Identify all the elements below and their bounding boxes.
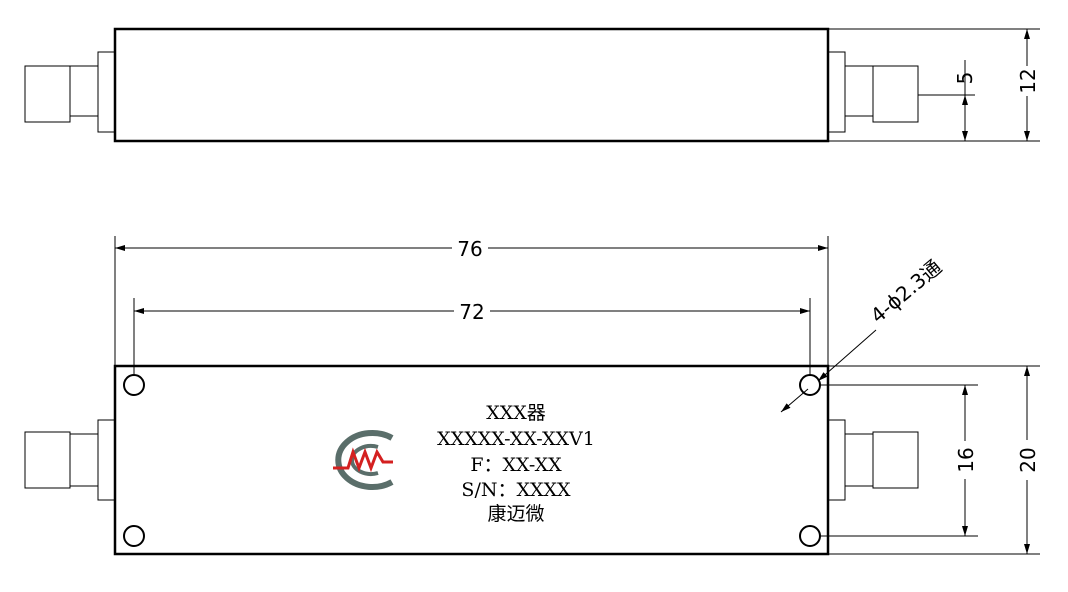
- label-serial-number: S/N：XXXX: [461, 479, 571, 501]
- mounting-hole: [799, 374, 821, 396]
- bottom-right-connector: [827, 419, 919, 501]
- mounting-hole: [799, 525, 821, 547]
- dim-text-top-height: 12: [1016, 68, 1040, 93]
- bottom-view: 76 72 4-ϕ2.3通 16 20 XXX器 XXXXX-XX-: [24, 236, 1041, 556]
- dim-text-bottom-height: 20: [1016, 447, 1040, 472]
- connector-flange: [827, 419, 846, 501]
- connector-flange: [97, 419, 116, 501]
- connector-neck: [844, 65, 874, 117]
- dim-text-bg: [1015, 66, 1041, 96]
- dim-text-pin-offset: 5: [953, 72, 977, 85]
- dim-text-hole-vertical: 16: [954, 447, 978, 472]
- hole-leader-line: [817, 329, 877, 382]
- dim-text-bg: [454, 299, 490, 323]
- connector-flange: [97, 51, 116, 133]
- label-product-type: XXX器: [486, 402, 546, 424]
- hole-leader-arrow: [780, 388, 809, 413]
- label-frequency: F：XX-XX: [470, 454, 562, 476]
- top-body: [113, 27, 830, 143]
- connector-thread: [872, 431, 919, 489]
- hole-callout-text: 4-ϕ2.3通: [866, 255, 947, 328]
- dim-text-bg: [452, 236, 488, 260]
- mounting-hole: [123, 525, 145, 547]
- mounting-hole: [123, 374, 145, 396]
- dim-text-hole-spacing: 72: [459, 300, 484, 324]
- dim-text-overall-length: 76: [457, 237, 482, 261]
- product-label: XXX器 XXXXX-XX-XXV1 F：XX-XX S/N：XXXX 康迈微: [437, 402, 595, 525]
- dim-text-bg: [953, 441, 979, 479]
- connector-neck: [69, 433, 99, 487]
- connector-thread: [24, 431, 71, 489]
- bottom-left-connector: [24, 419, 116, 501]
- company-logo: [333, 430, 394, 490]
- connector-neck: [69, 65, 99, 117]
- label-model-number: XXXXX-XX-XXV1: [437, 428, 595, 450]
- logo-wave: [333, 447, 393, 473]
- top-left-connector: [24, 51, 116, 133]
- label-manufacturer: 康迈微: [487, 503, 544, 525]
- top-right-connector: [827, 51, 919, 133]
- connector-thread: [872, 65, 919, 123]
- logo-arc-outer: [335, 430, 394, 490]
- connector-flange: [827, 51, 846, 133]
- connector-thread: [24, 65, 71, 123]
- connector-neck: [844, 433, 874, 487]
- dim-text-bg: [1015, 440, 1041, 480]
- top-view: 5 12: [24, 27, 1041, 143]
